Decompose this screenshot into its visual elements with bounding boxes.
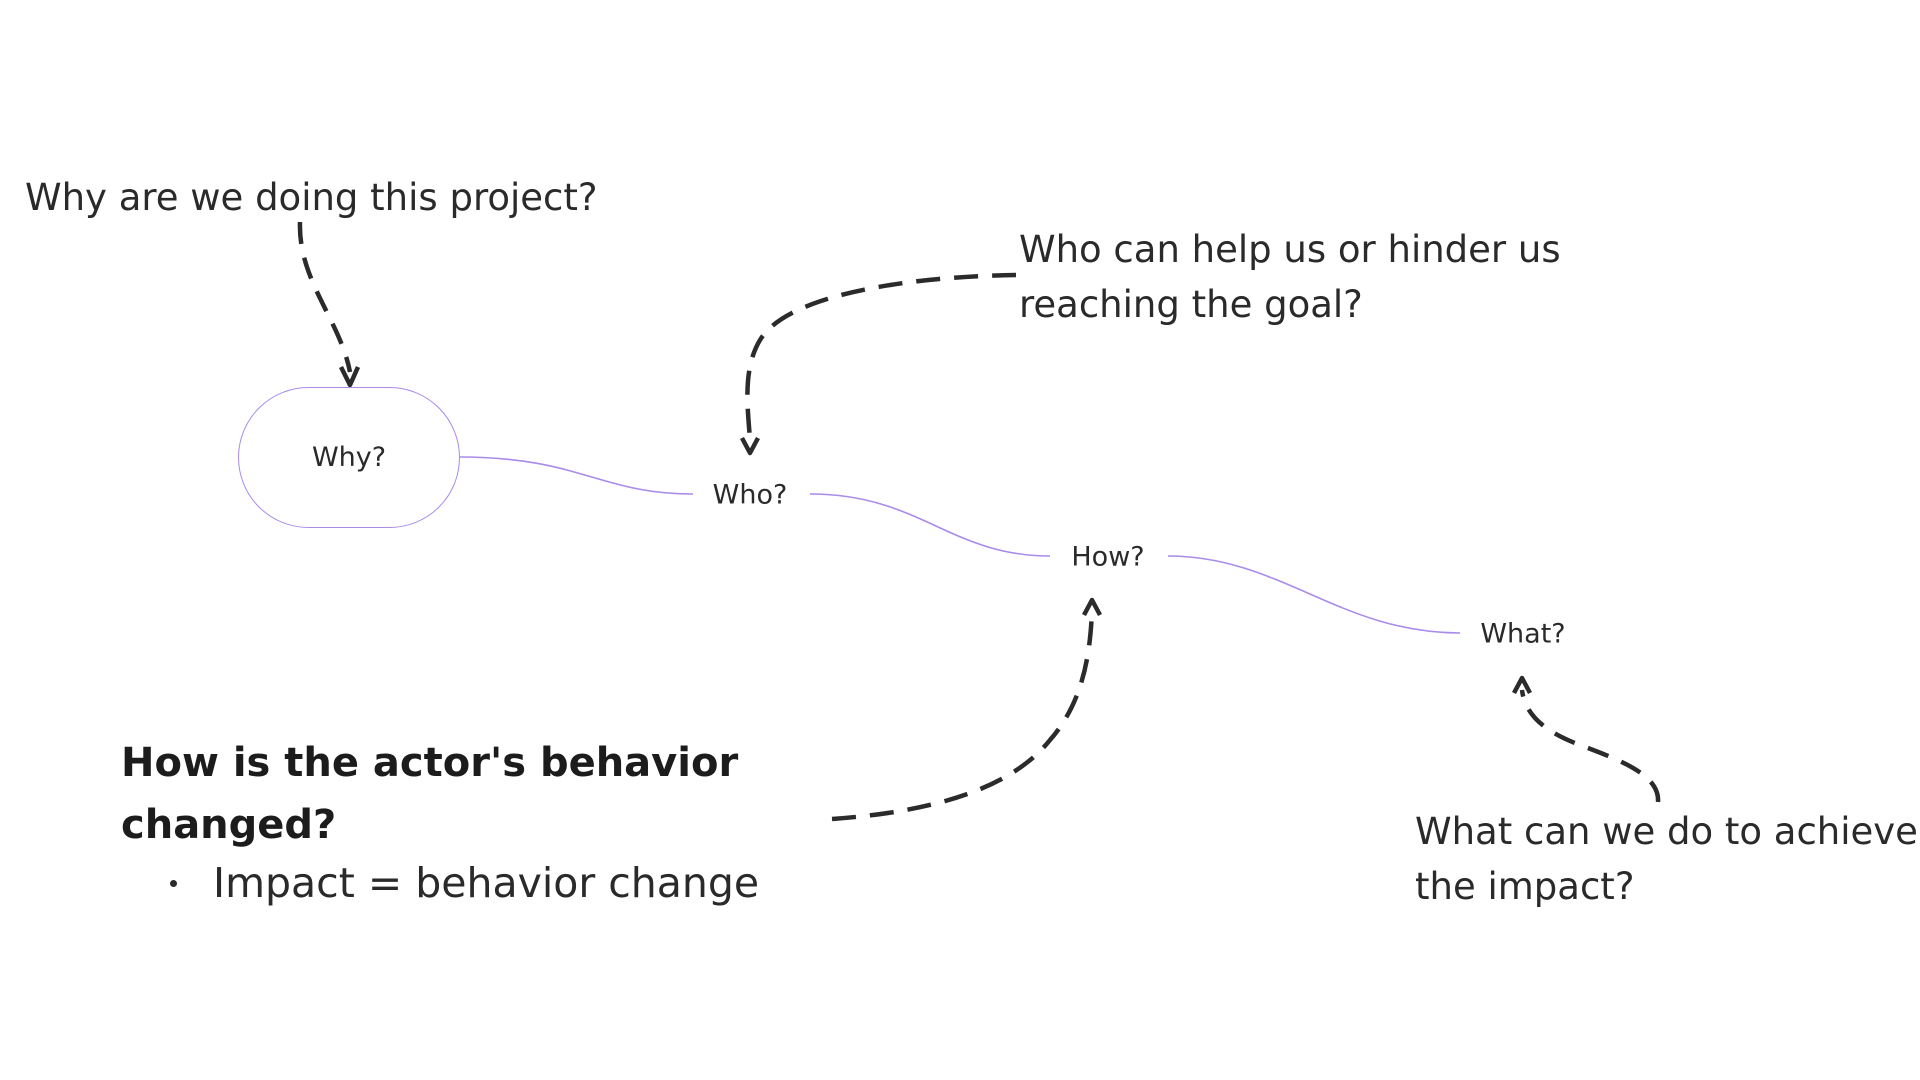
arrowhead-how xyxy=(1082,597,1102,617)
bullet-dot-icon xyxy=(170,879,177,887)
note-why-question-text: Why are we doing this project? xyxy=(25,176,598,219)
note-who-question-line2: reaching the goal? xyxy=(1019,283,1363,326)
how-note-heading-line1: How is the actor's behavior xyxy=(121,740,739,786)
node-who-label: Who? xyxy=(712,479,788,511)
arrow-how-note-to-how xyxy=(831,597,1102,822)
arrow-what-note-to-what xyxy=(1512,675,1661,803)
arrowhead-who xyxy=(740,436,760,456)
note-what-question-line2: the impact? xyxy=(1415,865,1635,908)
note-who-question-line1: Who can help us or hinder us xyxy=(1019,228,1561,271)
arrowhead-why xyxy=(338,365,361,388)
arrow-who-note-to-who xyxy=(740,272,1017,456)
node-what[interactable]: What? xyxy=(1480,619,1565,650)
arrow-why-note-to-why xyxy=(297,221,361,388)
connector-who-how xyxy=(809,493,1051,557)
note-what-question[interactable]: What can we do to achieve the impact? xyxy=(1415,804,1918,914)
node-why-label: Why? xyxy=(311,442,387,473)
note-what-question-line1: What can we do to achieve xyxy=(1415,810,1918,853)
connector-why-who xyxy=(459,456,694,495)
how-note-heading-line2: changed? xyxy=(121,802,337,848)
note-who-question[interactable]: Who can help us or hinder us reaching th… xyxy=(1019,222,1561,332)
connector-how-what xyxy=(1167,555,1461,634)
arrowhead-what xyxy=(1512,675,1532,695)
how-note-bullet-item[interactable]: Impact = behavior change xyxy=(168,858,759,908)
node-what-label: What? xyxy=(1480,618,1566,650)
node-how[interactable]: How? xyxy=(1071,542,1144,573)
node-how-label: How? xyxy=(1071,541,1145,573)
node-why[interactable]: Why? xyxy=(238,387,460,528)
node-who[interactable]: Who? xyxy=(713,480,788,511)
how-note-heading[interactable]: How is the actor's behavior changed? xyxy=(121,732,738,856)
note-why-question[interactable]: Why are we doing this project? xyxy=(25,170,598,225)
how-note-bullet-text: Impact = behavior change xyxy=(213,859,760,907)
